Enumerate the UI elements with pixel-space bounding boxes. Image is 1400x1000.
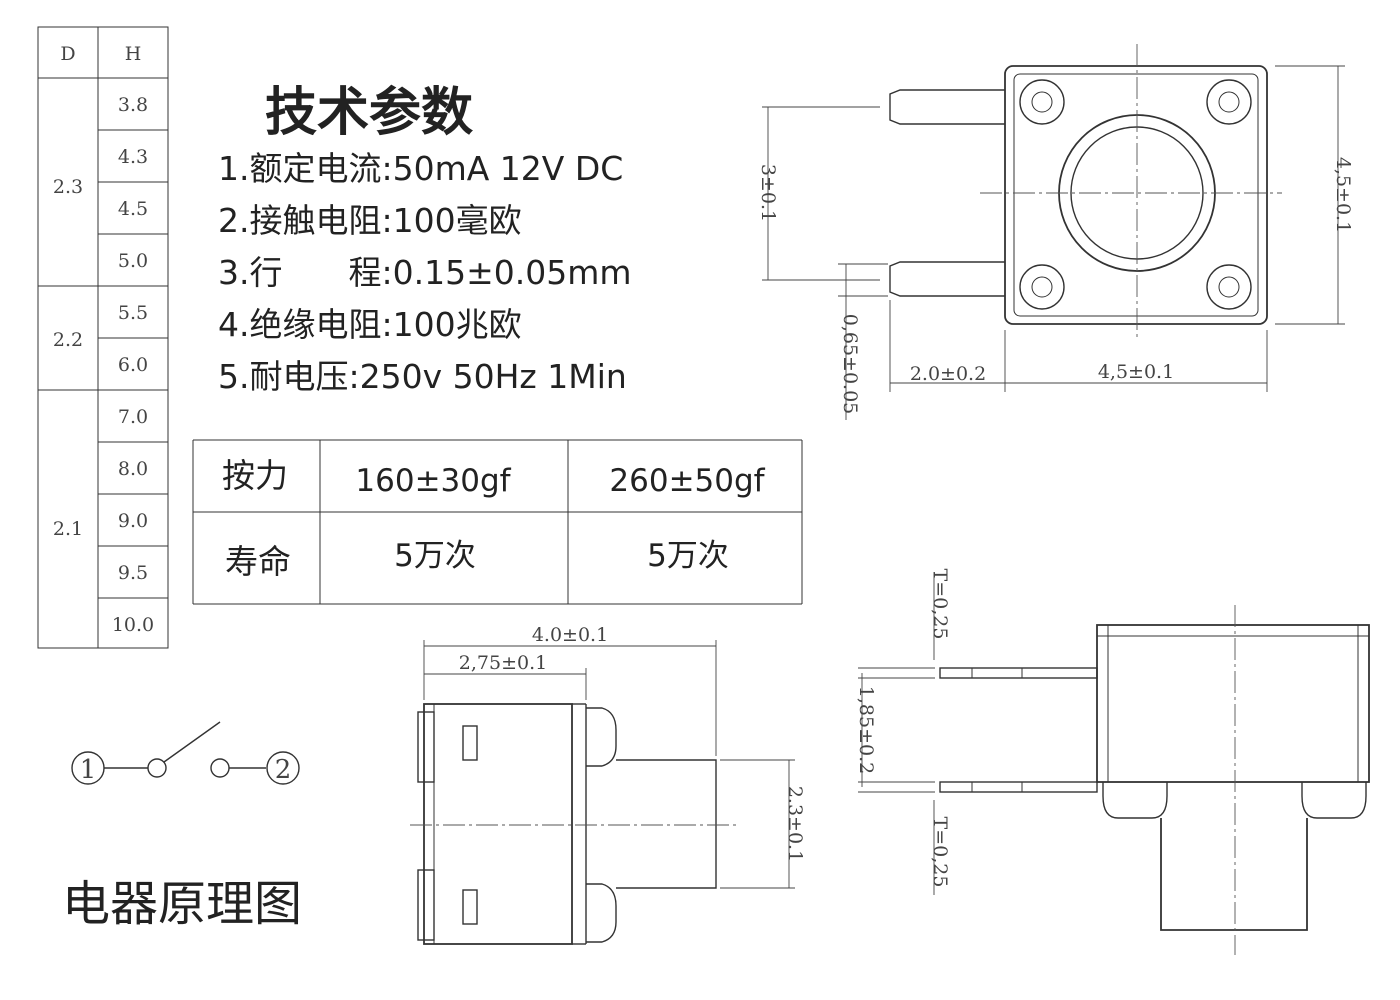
life-value-b: 5万次 — [647, 538, 729, 574]
dim-pin-span: 1,85±0.2 — [855, 686, 877, 774]
table-h-value: 7.0 — [118, 406, 148, 428]
table-h-value: 9.5 — [118, 562, 148, 584]
life-label: 寿命 — [225, 542, 291, 581]
force-value-b: 260±50gf — [609, 463, 765, 499]
table-h-value: 6.0 — [118, 354, 148, 376]
spec-item: 2.接触电阻:100毫欧 — [218, 201, 522, 240]
table-d-value: 2.1 — [53, 518, 83, 540]
force-label: 按力 — [222, 456, 288, 495]
top-view-drawing: 3±0.1 4,5±0.1 0,65±0.05 2.0±0.2 4,5±0.1 — [757, 44, 1354, 420]
dim-pin-pitch: 3±0.1 — [757, 164, 779, 222]
terminal-1-label: 1 — [80, 755, 97, 785]
schematic-caption: 电器原理图 — [62, 876, 302, 932]
height-table: D H 2.3 2.2 2.1 3.8 4.3 4.5 5.0 5.5 6.0 … — [37, 26, 169, 649]
dim-pin-width: 0,65±0.05 — [839, 314, 861, 415]
table-h-value: 5.0 — [118, 250, 148, 272]
table-h-value: 3.8 — [118, 94, 148, 116]
side-view-drawing: 4.0±0.1 2,75±0.1 2.3±0.1 — [410, 624, 806, 945]
life-value-a: 5万次 — [394, 538, 476, 574]
table-d-value: 2.2 — [53, 329, 83, 351]
dim-total-length: 4.0±0.1 — [532, 624, 608, 646]
force-life-table: 按力 160±30gf 260±50gf 寿命 5万次 5万次 — [192, 439, 803, 605]
force-value-a: 160±30gf — [355, 463, 511, 499]
dim-thickness-top: T=0,25 — [929, 569, 951, 640]
spec-item: 5.耐电压:250v 50Hz 1Min — [218, 357, 627, 396]
table-h-value: 9.0 — [118, 510, 148, 532]
dim-cap-height: 2.3±0.1 — [784, 786, 806, 862]
dim-thickness-bottom: T=0,25 — [929, 817, 951, 888]
dim-body-width: 4,5±0.1 — [1098, 361, 1174, 383]
dim-body-height: 4,5±0.1 — [1332, 157, 1354, 233]
circuit-schematic: 1 2 电器原理图 — [62, 721, 302, 932]
spec-item: 4.绝缘电阻:100兆欧 — [218, 305, 522, 344]
specs-title: 技术参数 — [265, 83, 473, 143]
table-header-h: H — [125, 43, 142, 65]
dim-body-length: 2,75±0.1 — [459, 652, 547, 674]
table-h-value: 8.0 — [118, 458, 148, 480]
spec-item: 1.额定电流:50mA 12V DC — [218, 149, 623, 188]
table-h-value: 4.3 — [118, 146, 148, 168]
front-view-drawing: T=0,25 1,85±0.2 T=0,25 — [855, 569, 1370, 955]
table-header-d: D — [60, 43, 75, 65]
table-d-value: 2.3 — [53, 176, 83, 198]
technical-specs: 技术参数 1.额定电流:50mA 12V DC 2.接触电阻:100毫欧 3.行… — [218, 83, 632, 396]
table-h-value: 5.5 — [118, 302, 148, 324]
spec-item: 3.行 程:0.15±0.05mm — [218, 253, 632, 292]
table-h-value: 10.0 — [112, 614, 154, 636]
terminal-2-label: 2 — [275, 755, 292, 785]
table-h-value: 4.5 — [118, 198, 148, 220]
dim-pin-length: 2.0±0.2 — [910, 363, 986, 385]
